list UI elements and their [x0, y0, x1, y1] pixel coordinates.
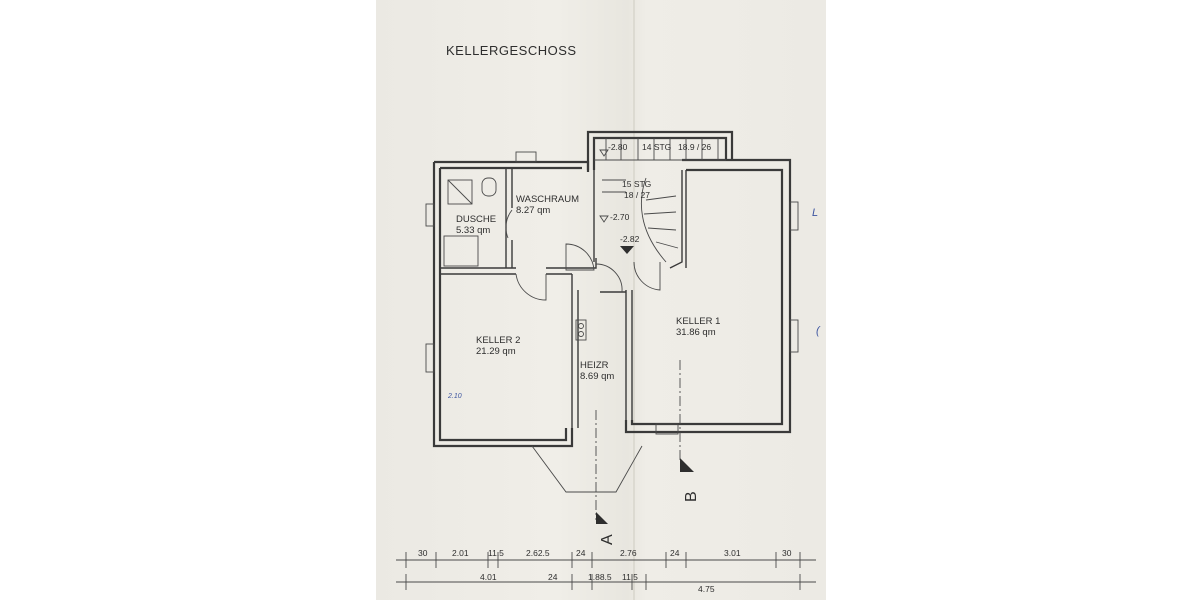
stair-outer-level: -2.80 [608, 142, 628, 152]
dim-row2-2: 1.88.5 [588, 572, 612, 582]
dim-row1-2: 11.5 [488, 548, 504, 558]
room-area-keller1: 31.86 qm [676, 327, 716, 338]
room-name-keller1: KELLER 1 [676, 316, 720, 327]
room-area-keller2: 21.29 qm [476, 346, 516, 357]
dim-row1-3: 2.62.5 [526, 548, 550, 558]
dim-row2-4: 4.75 [698, 584, 715, 594]
dim-row2-3: 11.5 [622, 572, 638, 582]
plan-title: KELLERGESCHOSS [446, 43, 577, 58]
section-lines [595, 360, 694, 524]
dim-row1-8: 30 [782, 548, 792, 558]
section-b-label: B [683, 491, 700, 502]
dim-row2-0: 4.01 [480, 572, 497, 582]
section-b-marker [680, 458, 694, 472]
outer-walls [432, 130, 792, 448]
stair-outer-count: 14 STG [642, 142, 671, 152]
floor-plan-sheet: KELLERGESCHOSS [376, 0, 826, 600]
room-area-dusche: 5.33 qm [456, 225, 490, 236]
dim-row1-5: 2.76 [620, 548, 637, 558]
dim-row1-4: 24 [576, 548, 586, 558]
interior-walls [440, 168, 687, 428]
room-area-heizr: 8.69 qm [580, 371, 614, 382]
stair-inner-count: 15 STG [622, 179, 651, 189]
section-a-marker [596, 512, 608, 524]
doors [505, 209, 661, 301]
level-markers [599, 149, 634, 254]
dim-row1-1: 2.01 [452, 548, 469, 558]
dimension-chain-row-1 [396, 552, 816, 568]
dim-row1-0: 30 [418, 548, 428, 558]
stair-inner-ratio: 18 / 27 [624, 190, 650, 200]
stairs [594, 138, 726, 263]
boiler-symbol [575, 319, 587, 341]
room-name-waschraum: WASCHRAUM [516, 194, 579, 205]
margin-mark-1: L [812, 207, 818, 219]
section-a-label: A [599, 534, 616, 545]
floor-level: -2.82 [620, 234, 640, 244]
windows [425, 151, 799, 435]
stair-landing-level: -2.70 [610, 212, 630, 222]
room-area-waschraum: 8.27 qm [516, 205, 550, 216]
light-well [531, 445, 643, 493]
handwritten-note: 2.10 [447, 393, 462, 400]
room-name-keller2: KELLER 2 [476, 335, 520, 346]
room-name-dusche: DUSCHE [456, 214, 496, 225]
dim-row1-7: 3.01 [724, 548, 741, 558]
dim-row1-6: 24 [670, 548, 680, 558]
bathroom-fixtures [443, 177, 497, 267]
margin-mark-2: ( [816, 325, 821, 337]
floor-plan-drawing: KELLERGESCHOSS [396, 0, 821, 600]
dim-row2-1: 24 [548, 572, 558, 582]
room-name-heizr: HEIZR [580, 360, 609, 371]
dimension-chain-row-2 [396, 574, 816, 590]
stair-outer-ratio: 18.9 / 26 [678, 142, 711, 152]
